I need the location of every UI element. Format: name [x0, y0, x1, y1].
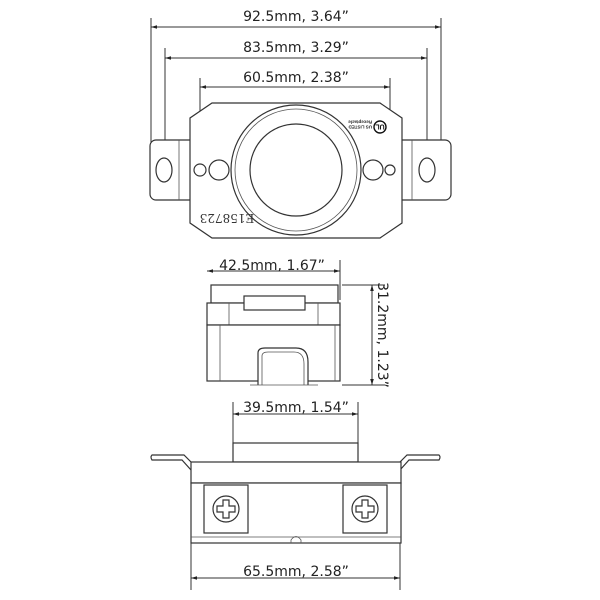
- strap-ear-right: [397, 454, 441, 472]
- dimension-label-side-width: 42.5mm, 1.67”: [219, 258, 325, 274]
- dimension-label-face-width: 39.5mm, 1.54”: [243, 400, 349, 416]
- file-number: E158723: [200, 211, 255, 225]
- face-inner-circle: [249, 123, 343, 217]
- svg-text:UL: UL: [375, 123, 385, 130]
- strap-ear-left: [150, 454, 194, 472]
- terminal-cover: [257, 347, 309, 385]
- terminal-screw-left: [203, 484, 249, 534]
- ul-listed-logo: UL US LISTED Receptacle: [348, 120, 387, 134]
- terminal-screw-right: [342, 484, 388, 534]
- svg-text:US LISTED: US LISTED: [348, 125, 372, 130]
- dimension-label-depth: 31.2mm, 1.23”: [374, 282, 390, 388]
- mounting-slot-left: [155, 157, 173, 183]
- side-view: 42.5mm, 1.67” 31.2mm, 1.23”: [206, 258, 390, 388]
- mounting-slot-right: [418, 157, 436, 183]
- dimension-label-hole-spacing: 83.5mm, 3.29”: [243, 40, 349, 56]
- dimension-label-bottom-width: 65.5mm, 2.58”: [243, 564, 349, 580]
- top-view: 92.5mm, 3.64” 83.5mm, 3.29” 60.5mm, 2.38…: [149, 9, 452, 239]
- dimension-label-plate-width: 60.5mm, 2.38”: [243, 70, 349, 86]
- svg-text:Receptacle: Receptacle: [348, 120, 372, 125]
- dimension-label-overall-width: 92.5mm, 3.64”: [243, 9, 349, 25]
- bottom-view: 39.5mm, 1.54” 65.5mm, 2.58”: [150, 400, 441, 590]
